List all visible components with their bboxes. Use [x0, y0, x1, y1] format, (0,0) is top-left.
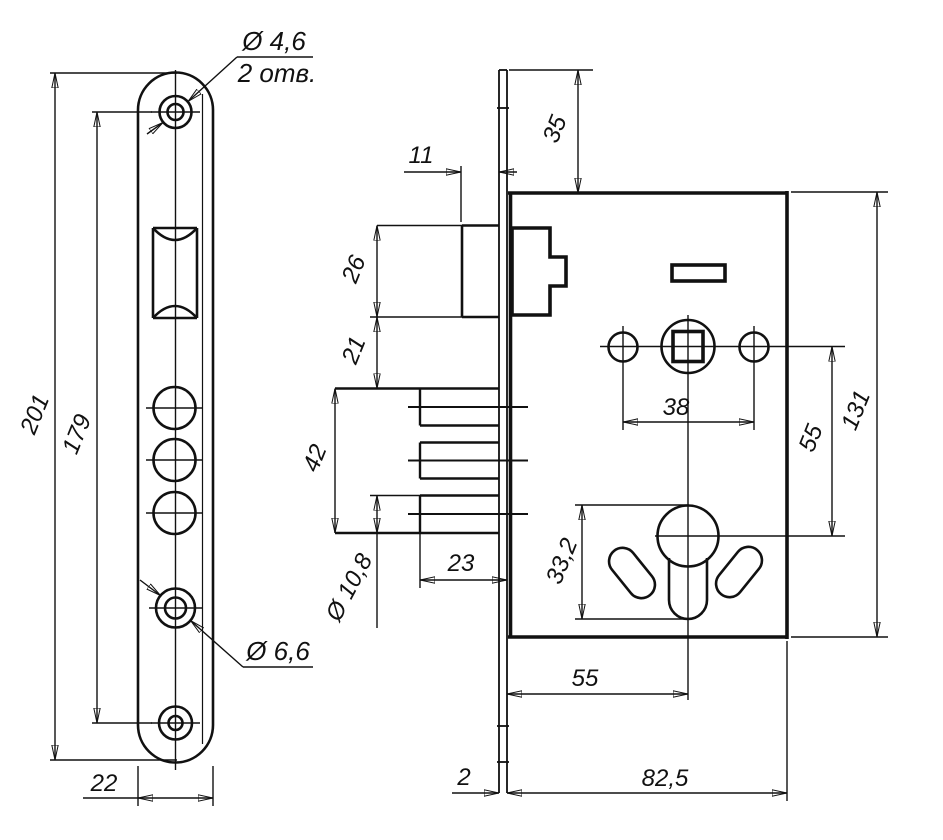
dim-bolt-throw: 23 — [419, 533, 507, 588]
mount-hole-3 — [146, 490, 203, 536]
deadbolt — [335, 387, 528, 535]
screw-hole-top-countersunk — [151, 94, 200, 130]
mount-hole-2 — [146, 437, 203, 483]
dim-label-faceplate-thickness: 2 — [456, 764, 470, 791]
leader-segment — [187, 56, 238, 103]
dim-label-latch-height: 26 — [336, 251, 372, 287]
dim-faceplate-thickness: 2 — [452, 764, 499, 793]
dim-backset: 55 — [507, 665, 688, 694]
dim-label-plate-height: 201 — [15, 391, 55, 439]
oval-slot-left — [607, 546, 657, 600]
label-countersunk-dia: Ø 6,6 — [245, 636, 310, 666]
mount-hole-1 — [146, 385, 203, 431]
dim-label-handle-hole-span: 38 — [663, 394, 690, 421]
latch-cutout-arc-bottom — [152, 304, 198, 319]
faceplate-side-view — [497, 69, 509, 793]
dim-body-height: 131 — [791, 191, 888, 638]
dim-plate-height: 201 — [15, 72, 177, 761]
dim-label-latch-protrusion: 11 — [409, 142, 434, 169]
body-slot — [670, 263, 727, 283]
dim-latch-height: 26 — [336, 225, 377, 317]
dim-handle-hole-span: 38 — [623, 394, 754, 422]
latch-tail — [510, 226, 568, 317]
dim-label-bolt-throw: 23 — [447, 550, 475, 577]
dim-latch-bolt-gap: 21 — [336, 317, 377, 389]
dim-latch-protrusion: 11 — [404, 142, 517, 172]
leader-segment — [146, 121, 164, 135]
dim-label-plate-width: 22 — [90, 770, 118, 797]
dim-bolt-block-height: 42 — [298, 388, 335, 533]
latch-bolt — [370, 166, 568, 319]
dim-cylinder-hole-height: 33,2 — [541, 504, 689, 620]
dim-bolt-pin-dia: Ø 10,8 — [320, 495, 378, 628]
callout-top-hole: Ø 4,6 2 отв. — [146, 26, 317, 135]
label-top-hole-count: 2 отв. — [237, 58, 317, 88]
lock-body-view: 38 33,2 35 131 — [298, 69, 888, 801]
dim-label-backset: 55 — [572, 665, 599, 692]
strike-plate-view: Ø 4,6 2 отв. Ø 6,6 201 179 — [15, 26, 317, 806]
dim-label-cylinder-hole-height: 33,2 — [541, 534, 584, 587]
callout-countersunk-hole: Ø 6,6 — [139, 579, 313, 668]
leader-segment — [139, 579, 161, 597]
label-top-hole-dia: Ø 4,6 — [241, 26, 306, 56]
dim-plate-width: 22 — [83, 766, 214, 806]
countersunk-hole-mid — [149, 587, 202, 629]
dim-label-body-width: 82,5 — [642, 765, 689, 792]
dim-label-faceplate-top-to-body: 35 — [538, 111, 573, 146]
plate-outline — [136, 71, 215, 764]
dim-label-spindle-to-cylinder: 55 — [794, 420, 829, 455]
euro-cylinder-hole — [655, 504, 845, 621]
dim-spindle-to-cylinder: 55 — [794, 346, 832, 536]
latch-cutout-arc-top — [152, 227, 198, 242]
dim-label-latch-bolt-gap: 21 — [336, 333, 371, 369]
dim-label-bolt-pin-dia: Ø 10,8 — [320, 549, 378, 627]
leader-segment — [190, 619, 244, 668]
dim-label-body-height: 131 — [836, 387, 876, 434]
screw-hole-bottom-countersunk — [151, 705, 200, 741]
dim-faceplate-top-to-body: 35 — [509, 69, 593, 193]
oval-slot-right — [714, 545, 764, 599]
dim-body-width: 82,5 — [507, 641, 788, 801]
dim-label-plate-hole-span: 179 — [57, 411, 97, 458]
latch-cutout — [151, 226, 199, 320]
dim-label-bolt-block-height: 42 — [298, 441, 333, 476]
